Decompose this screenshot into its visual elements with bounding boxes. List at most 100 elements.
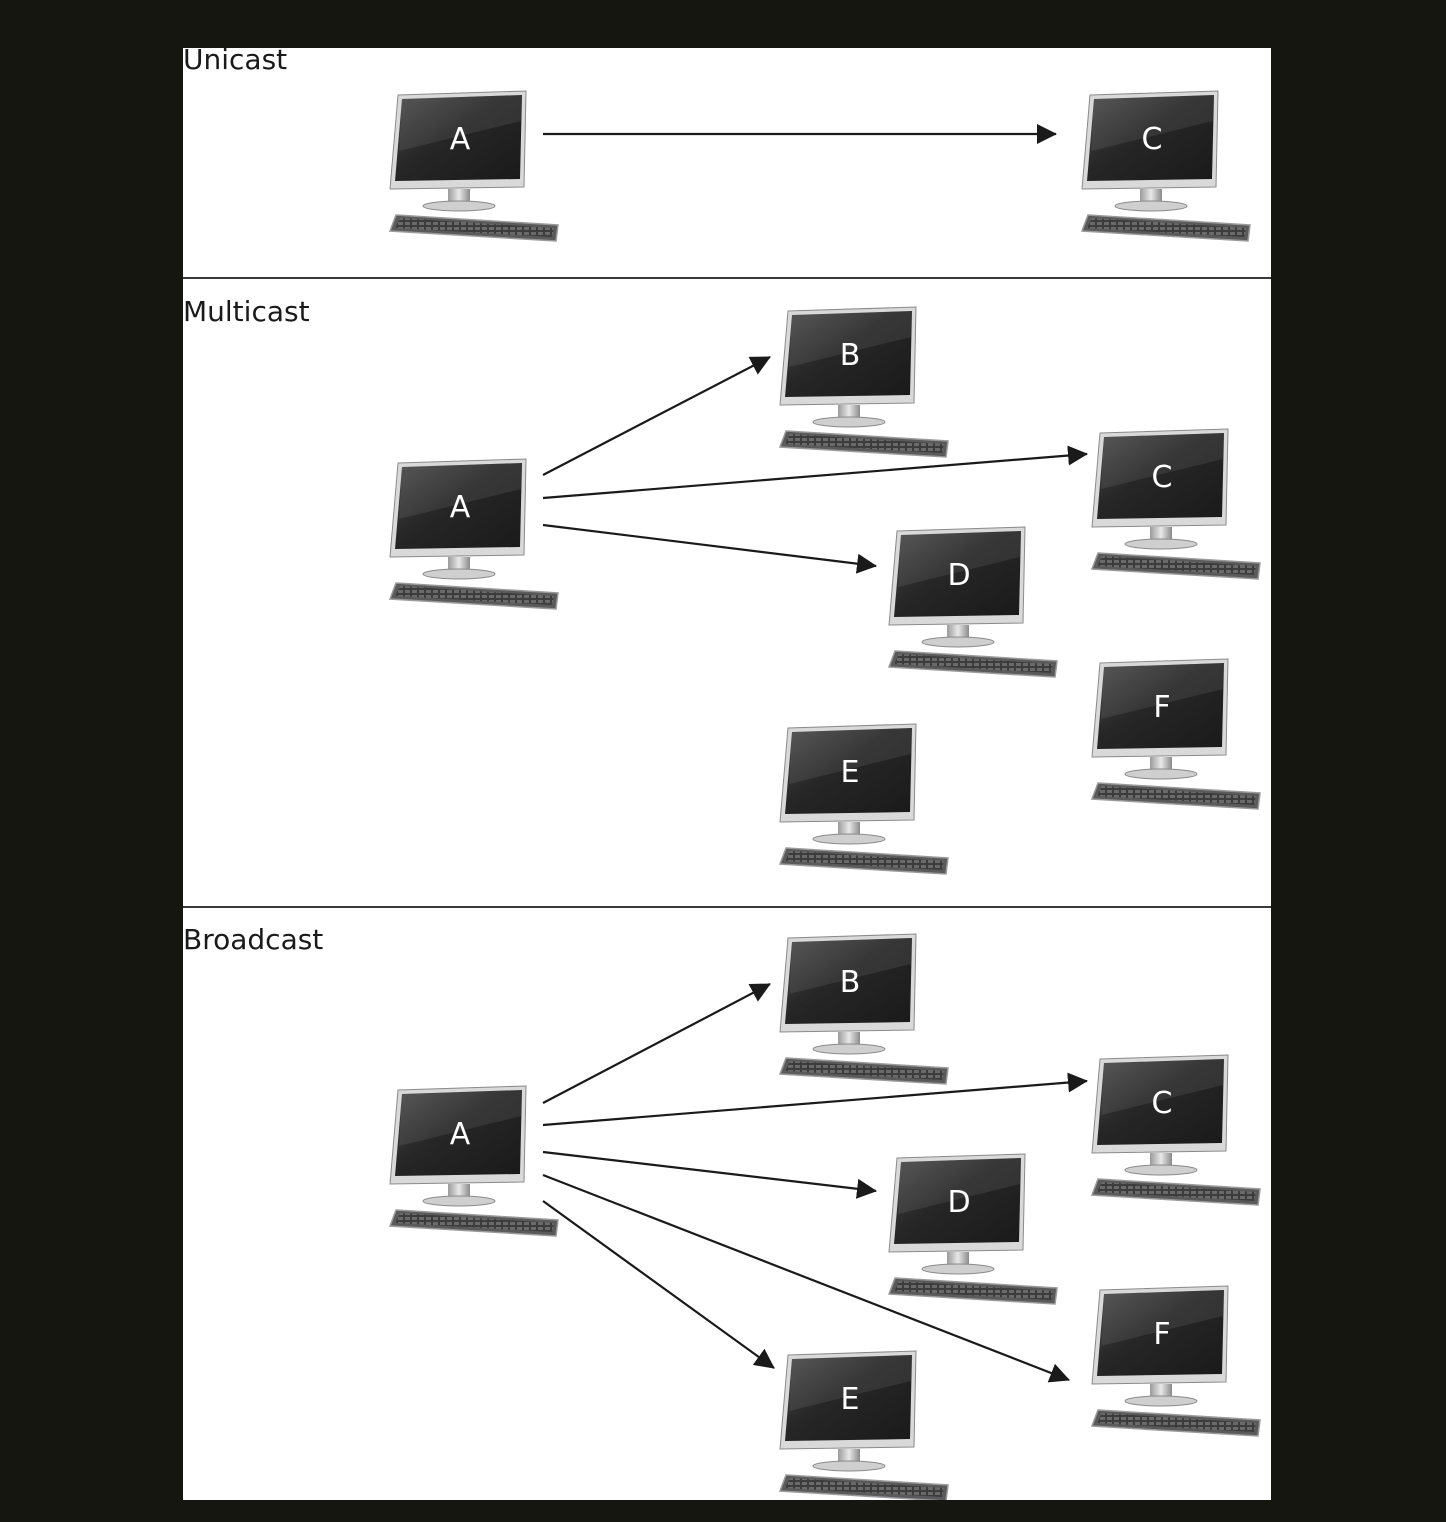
monitor-screen [785, 1355, 912, 1441]
arrow-a-to-c [542, 1072, 1088, 1127]
computer-label: B [840, 965, 861, 1000]
computer-e: E [778, 723, 949, 875]
computer-label: E [841, 1382, 860, 1417]
panel-divider [183, 277, 1271, 279]
computer-label: C [1142, 122, 1163, 157]
keyboard-keys [785, 851, 944, 870]
computer-label: A [450, 122, 471, 157]
monitor-screen [785, 311, 912, 397]
monitor-neck [838, 822, 860, 836]
screen-glare [1101, 1290, 1224, 1346]
screen-glare [898, 1158, 1021, 1214]
panel-broadcast: A B C D F E [388, 933, 1261, 1500]
computer-b: B [778, 306, 949, 458]
monitor-screen [1087, 95, 1214, 181]
screen-glare [1091, 95, 1214, 151]
computer-label: D [947, 558, 970, 593]
monitor-screen [395, 463, 522, 549]
arrow-a-to-d [542, 523, 877, 574]
monitor-neck [1150, 1384, 1172, 1398]
monitor-neck [448, 1184, 470, 1198]
computer-label: A [450, 490, 471, 525]
diagram: Unicast Multicast Broadcast [183, 43, 1271, 1500]
monitor-base [1124, 768, 1198, 780]
keyboard-keys [785, 434, 944, 453]
keyboard-keys [395, 586, 554, 605]
arrow-a-to-b [542, 983, 771, 1104]
monitor-base [921, 1263, 995, 1275]
monitor-neck [947, 1252, 969, 1266]
computer-label: F [1153, 1317, 1170, 1352]
monitor-neck [1150, 527, 1172, 541]
monitor-base [812, 1043, 886, 1055]
screen-glare [898, 531, 1021, 587]
computer-a: A [388, 1085, 559, 1237]
monitor-neck [1150, 1153, 1172, 1167]
monitor-neck [448, 189, 470, 203]
monitor-base [1124, 538, 1198, 550]
monitor-screen [1097, 1059, 1224, 1145]
unicast-title: Unicast [183, 43, 288, 76]
screen-glare [399, 95, 522, 151]
monitor-base [812, 833, 886, 845]
panel-divider [183, 906, 1271, 908]
monitor-neck [838, 1032, 860, 1046]
computer-label: F [1153, 690, 1170, 725]
keyboard-keys [785, 1478, 944, 1497]
screen-glare [789, 728, 912, 784]
monitor-screen [395, 95, 522, 181]
monitor-base [1124, 1395, 1198, 1407]
computer-label: C [1152, 1086, 1173, 1121]
screen-glare [1101, 433, 1224, 489]
screen-glare [399, 1090, 522, 1146]
keyboard-keys [785, 1061, 944, 1080]
arrow-a-to-d [542, 1150, 877, 1199]
screen-glare [789, 311, 912, 367]
computer-f: F [1090, 658, 1261, 810]
monitor-neck [947, 625, 969, 639]
monitor-base [921, 636, 995, 648]
computer-c: C [1090, 428, 1261, 580]
monitor-screen [894, 531, 1021, 617]
monitor-base [422, 200, 496, 212]
keyboard-keys [395, 1213, 554, 1232]
computer-label: B [840, 338, 861, 373]
keyboard-keys [894, 1281, 1053, 1300]
monitor-screen [1097, 663, 1224, 749]
monitor-neck [838, 405, 860, 419]
computer-c: C [1090, 1054, 1261, 1206]
panel-multicast: A B C D F E [388, 306, 1261, 875]
computer-label: A [450, 1117, 471, 1152]
screen-glare [789, 1355, 912, 1411]
arrow-a-to-c [542, 445, 1088, 500]
monitor-base [812, 416, 886, 428]
keyboard-keys [1087, 218, 1246, 237]
screen-glare [1101, 1059, 1224, 1115]
computer-d: D [887, 526, 1058, 678]
screen-glare [789, 938, 912, 994]
monitor-screen [1097, 433, 1224, 519]
computer-c: C [1080, 90, 1251, 242]
computer-a: A [388, 458, 559, 610]
computer-label: C [1152, 460, 1173, 495]
arrow-a-to-e [542, 1200, 775, 1369]
arrow-a-to-b [542, 356, 771, 476]
multicast-title: Multicast [183, 295, 310, 328]
computer-a: A [388, 90, 559, 242]
keyboard-keys [1097, 786, 1256, 805]
monitor-screen [894, 1158, 1021, 1244]
computer-label: D [947, 1185, 970, 1220]
keyboard-keys [1097, 1413, 1256, 1432]
keyboard-keys [395, 218, 554, 237]
monitor-base [1124, 1164, 1198, 1176]
screen-glare [1101, 663, 1224, 719]
computer-b: B [778, 933, 949, 1085]
monitor-screen [785, 938, 912, 1024]
computer-e: E [778, 1350, 949, 1500]
monitor-base [422, 568, 496, 580]
keyboard-keys [894, 654, 1053, 673]
arrow-a-to-f [542, 1173, 1070, 1383]
broadcast-title: Broadcast [183, 923, 324, 956]
